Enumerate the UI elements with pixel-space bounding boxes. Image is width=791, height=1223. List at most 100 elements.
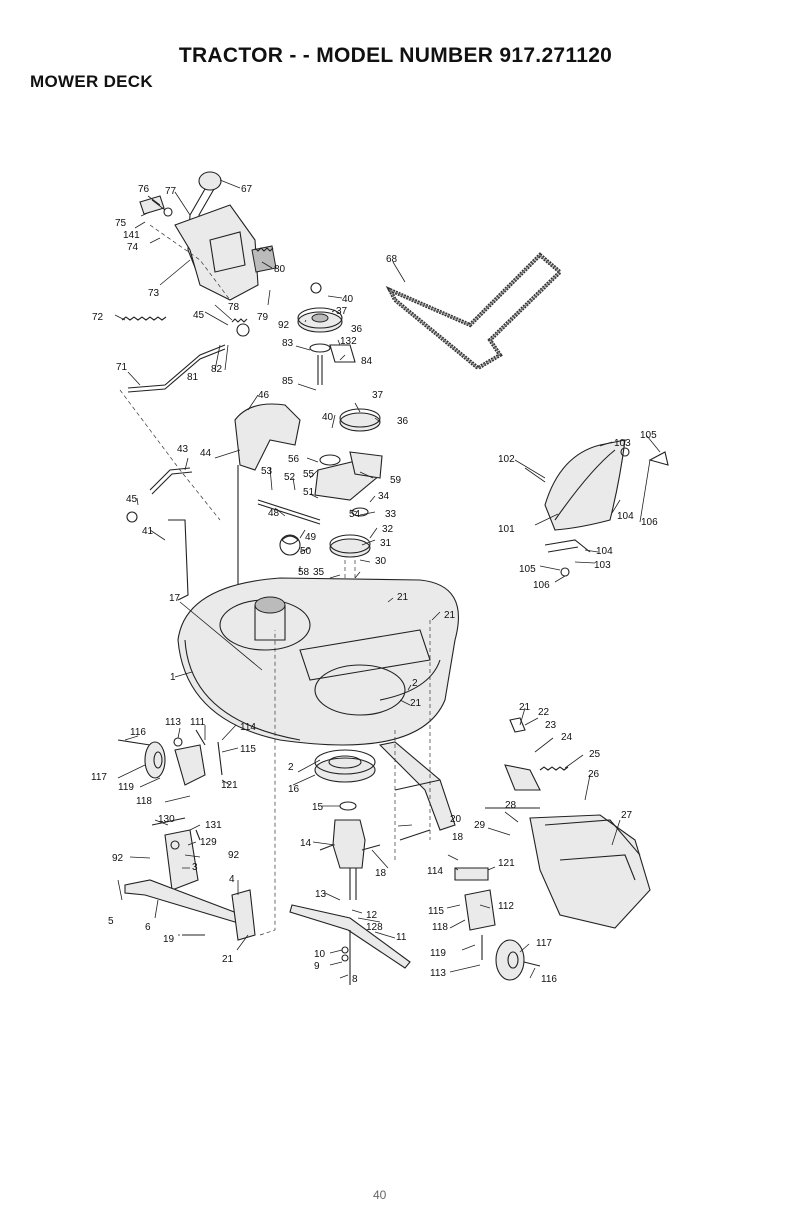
callout-85: 85 — [282, 376, 294, 387]
callout-35: 35 — [313, 567, 325, 578]
callout-118a: 118 — [136, 796, 152, 807]
callout-102: 102 — [498, 454, 515, 465]
callout-58: 58 — [298, 567, 310, 578]
callout-33: 33 — [385, 509, 397, 520]
callout-77: 77 — [165, 186, 177, 197]
callout-21c: 21 — [410, 698, 422, 709]
callout-129: 129 — [200, 837, 217, 848]
callout-leaders — [114, 179, 661, 979]
callout-118b: 118 — [432, 922, 448, 933]
callout-5: 5 — [108, 916, 114, 927]
callout-106a: 106 — [641, 517, 658, 528]
callout-22: 22 — [538, 707, 550, 718]
callout-2b: 2 — [288, 762, 294, 773]
callout-104b: 104 — [596, 546, 613, 557]
callout-27: 27 — [621, 810, 633, 821]
callout-67: 67 — [241, 184, 253, 195]
callout-114a: 114 — [240, 722, 256, 733]
callout-104a: 104 — [617, 511, 634, 522]
callout-17: 17 — [169, 593, 181, 604]
callout-79: 79 — [257, 312, 269, 323]
callout-18a: 18 — [375, 868, 387, 879]
callout-30: 30 — [375, 556, 387, 567]
callout-56: 56 — [288, 454, 300, 465]
callout-116a: 116 — [130, 727, 146, 738]
callout-21e: 21 — [519, 702, 531, 713]
callout-55: 55 — [303, 469, 315, 480]
spindle-and-blade — [289, 749, 411, 985]
callout-53: 53 — [261, 466, 273, 477]
callout-6: 6 — [145, 922, 151, 933]
callout-40b: 40 — [322, 412, 334, 423]
callout-115b: 115 — [428, 906, 444, 917]
callout-114b: 114 — [427, 866, 443, 877]
callout-8: 8 — [352, 974, 358, 985]
callout-44: 44 — [200, 448, 212, 459]
front-hanger-assembly — [124, 630, 276, 941]
callout-49: 49 — [305, 532, 317, 543]
callout-81: 81 — [187, 372, 199, 383]
callout-2a: 2 — [412, 678, 418, 689]
callout-24: 24 — [561, 732, 573, 743]
callout-21a: 21 — [397, 592, 409, 603]
page-number: 40 — [373, 1188, 387, 1202]
callout-101: 101 — [498, 524, 515, 535]
callout-113b: 113 — [430, 968, 446, 979]
callout-112: 112 — [498, 901, 514, 912]
callout-117a: 117 — [91, 772, 107, 783]
callout-12: 12 — [366, 910, 378, 921]
callout-80: 80 — [274, 264, 286, 275]
callout-130: 130 — [158, 814, 175, 825]
callout-15: 15 — [312, 802, 324, 813]
callout-113a: 113 — [165, 717, 181, 728]
callout-9: 9 — [314, 961, 320, 972]
callout-92: 92 — [278, 320, 290, 331]
callout-1: 1 — [170, 672, 176, 683]
callout-45: 45 — [193, 310, 205, 321]
callout-3: 3 — [192, 862, 198, 873]
callout-41: 41 — [142, 526, 154, 537]
callout-71: 71 — [116, 362, 128, 373]
callout-74: 74 — [127, 242, 139, 253]
callout-141: 141 — [123, 230, 140, 241]
callout-29: 29 — [474, 820, 486, 831]
callout-103a: 103 — [614, 438, 631, 449]
callout-115a: 115 — [240, 744, 256, 755]
rear-link-and-chute — [378, 620, 651, 981]
callout-36: 36 — [351, 324, 363, 335]
callout-68: 68 — [386, 254, 398, 265]
mower-deck — [177, 577, 459, 746]
callout-73: 73 — [148, 288, 160, 299]
callout-92a: 92 — [228, 850, 240, 861]
callout-13: 13 — [315, 889, 327, 900]
drive-belt — [385, 252, 563, 371]
callout-37: 37 — [336, 306, 348, 317]
callout-16: 16 — [288, 784, 300, 795]
callout-14: 14 — [300, 838, 312, 849]
callout-21b: 21 — [444, 610, 456, 621]
callout-45b: 45 — [126, 494, 138, 505]
callout-36b: 36 — [397, 416, 409, 427]
callout-111a: 111 — [190, 717, 206, 728]
callout-131: 131 — [205, 820, 222, 831]
callout-labels: 76 77 67 75 141 74 73 80 78 79 72 45 81 … — [91, 184, 658, 985]
callout-11: 11 — [396, 932, 407, 943]
callout-103b: 103 — [594, 560, 611, 571]
callout-82: 82 — [211, 364, 223, 375]
upper-pulley-stack — [297, 282, 356, 385]
page-title: TRACTOR - - MODEL NUMBER 917.271120 — [178, 44, 613, 67]
callout-132: 132 — [340, 336, 357, 347]
callout-116b: 116 — [541, 974, 557, 985]
callout-31: 31 — [380, 538, 392, 549]
callout-72: 72 — [92, 312, 104, 323]
callout-34: 34 — [378, 491, 390, 502]
callout-50: 50 — [300, 546, 312, 557]
callout-19: 19 — [163, 934, 175, 945]
callout-76: 76 — [138, 184, 150, 195]
callout-25: 25 — [589, 749, 601, 760]
gauge-wheel-left — [117, 729, 223, 786]
callout-4: 4 — [229, 874, 235, 885]
callout-59: 59 — [390, 475, 402, 486]
callout-84: 84 — [361, 356, 373, 367]
